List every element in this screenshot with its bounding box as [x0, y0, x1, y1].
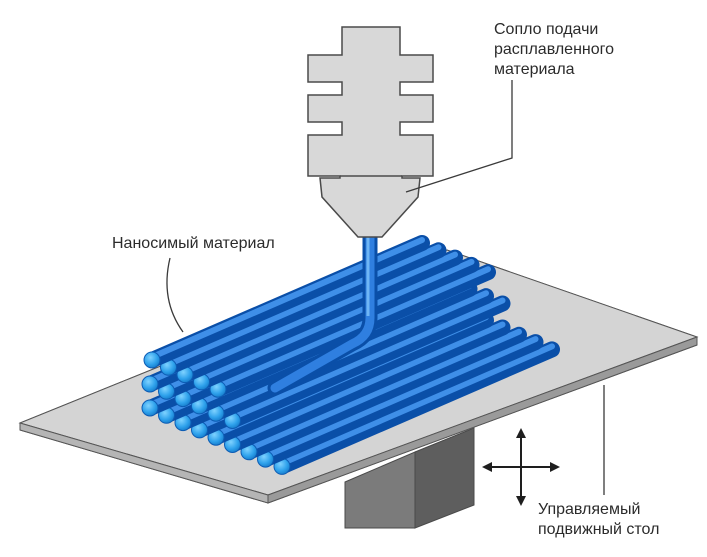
material-label: Наносимый материал [112, 235, 275, 252]
nozzle-icon [307, 26, 434, 238]
rod [240, 326, 527, 461]
extruded-filament [267, 228, 378, 396]
leader-nozzle [405, 80, 513, 193]
rod [257, 334, 544, 468]
move-arrows-icon [482, 428, 560, 506]
table-label: Управляемый подвижный стол [538, 501, 660, 538]
rod [160, 242, 447, 376]
nozzle-label: Сопло подачи расплавленного материала [494, 21, 615, 78]
leader-material [166, 257, 184, 333]
table-pedestal [344, 427, 475, 529]
leader-lines [166, 80, 605, 495]
deposited-material [141, 235, 560, 475]
